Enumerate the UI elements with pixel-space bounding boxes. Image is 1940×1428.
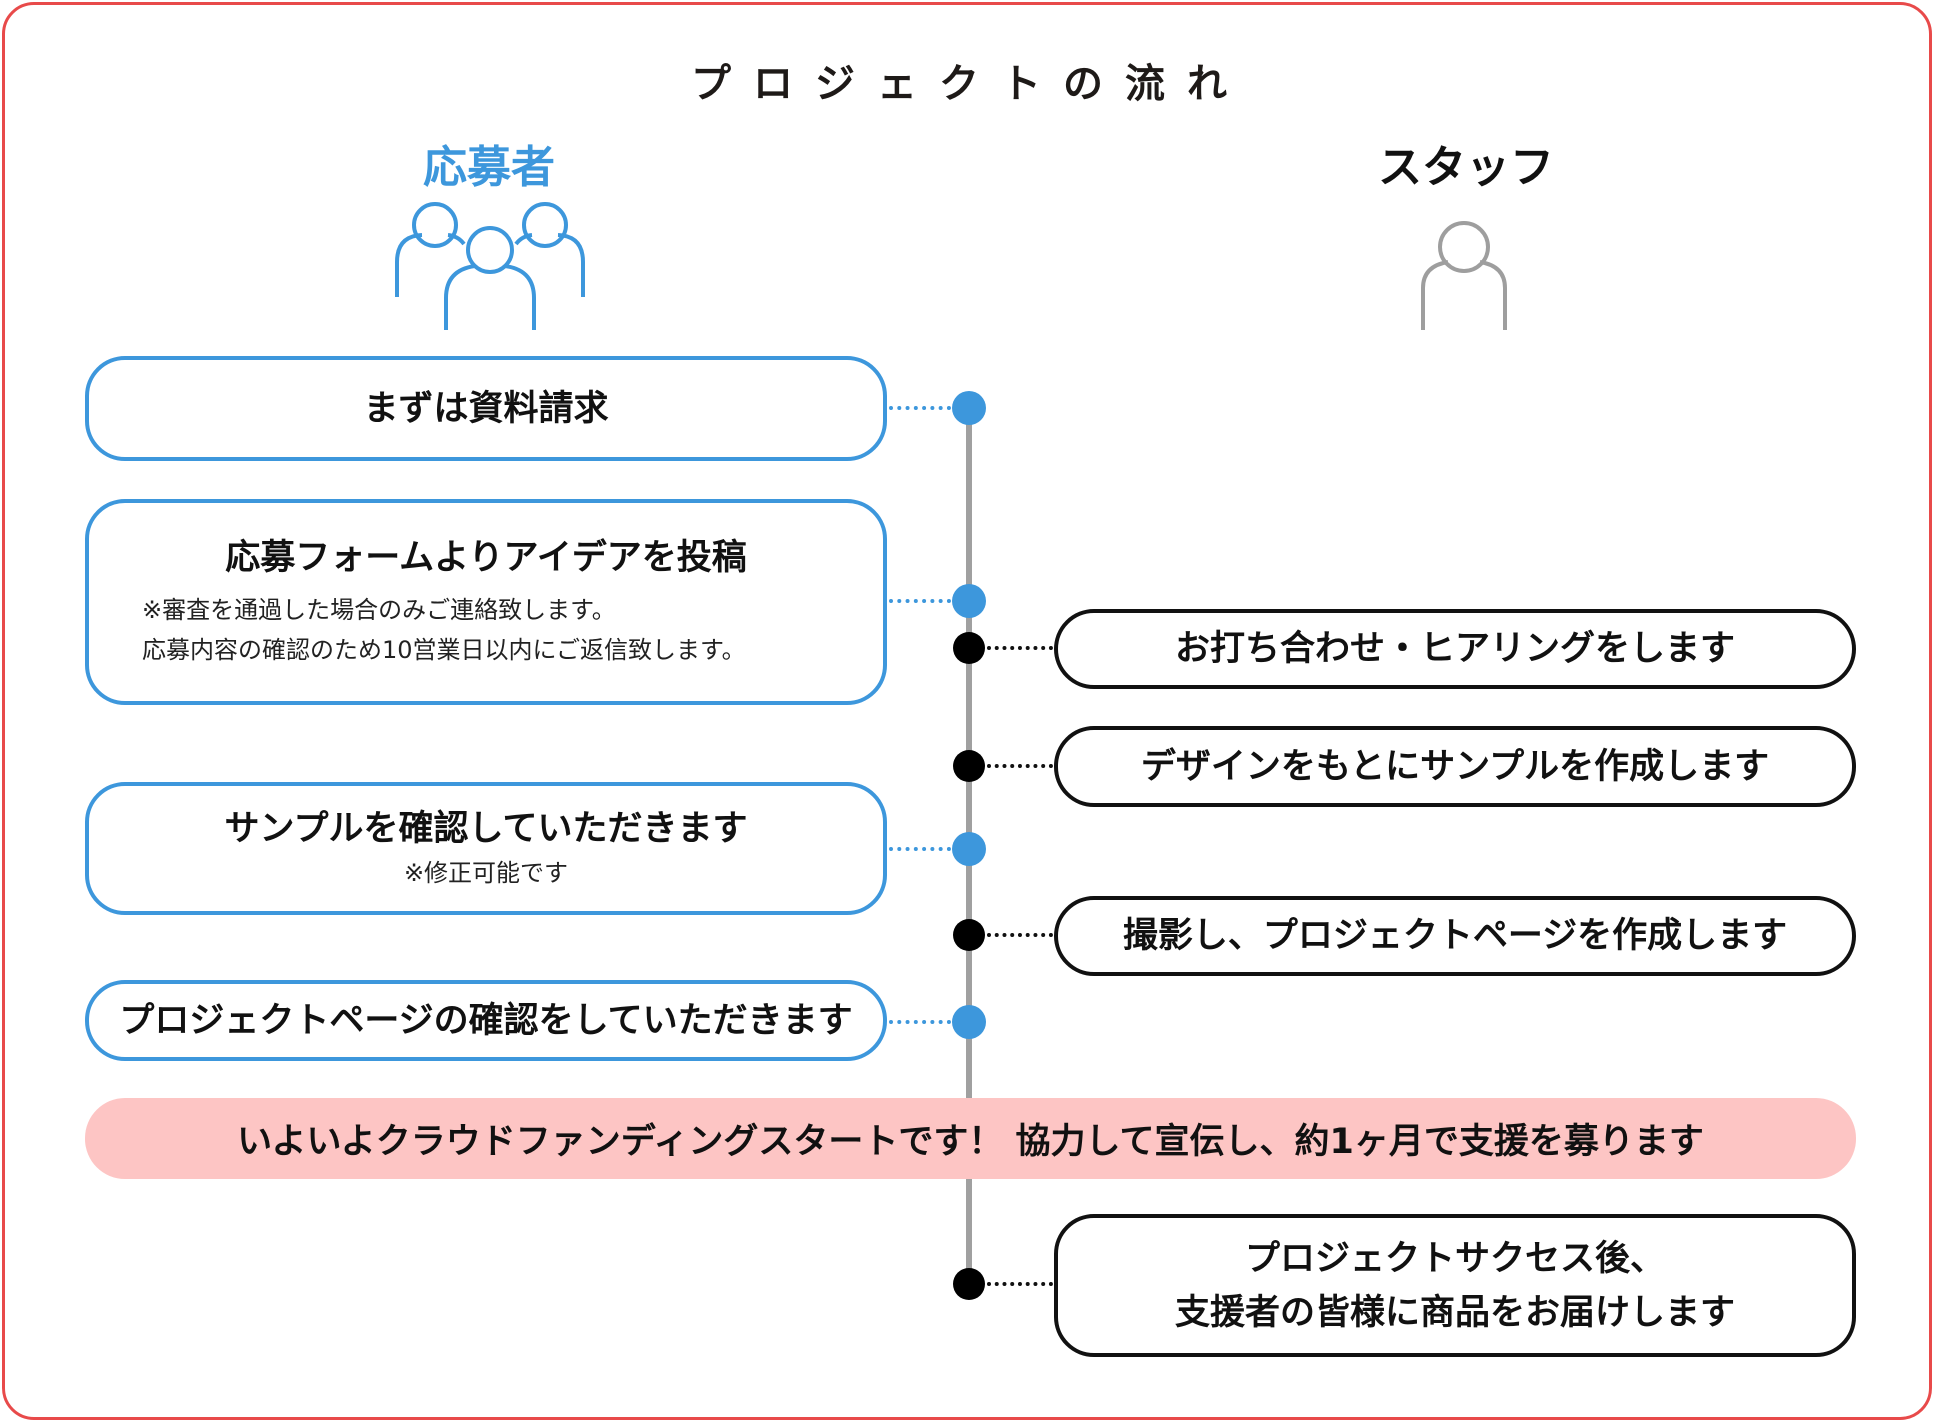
staff-step-3-label: 撮影し、プロジェクトページを作成します <box>1122 916 1788 956</box>
staff-column-heading: スタッフ <box>1378 142 1554 193</box>
page-title: プロジェクトの流れ <box>691 61 1249 107</box>
applicant-step-3: サンプルを確認していただきます ※修正可能です <box>85 782 887 915</box>
crowdfunding-start-banner: いよいよクラウドファンディングスタートです！ 協力して宣伝し、約1ヶ月で支援を募… <box>85 1098 1856 1179</box>
applicant-step-1-label: まずは資料請求 <box>363 388 609 429</box>
staff-step-2-connector <box>987 764 1053 768</box>
staff-step-4-line-2: 支援者の皆様に商品をお届けします <box>1174 1292 1735 1333</box>
applicant-step-3-connector <box>889 847 951 851</box>
applicant-step-1-marker <box>952 391 986 425</box>
applicant-step-4-label: プロジェクトページの確認をしていただきます <box>119 1000 853 1041</box>
staff-step-4: プロジェクトサクセス後、 支援者の皆様に商品をお届けします <box>1054 1214 1856 1357</box>
applicant-step-2: 応募フォームよりアイデアを投稿 ※審査を通過した場合のみご連絡致します。 応募内… <box>85 499 887 705</box>
applicant-step-2-marker <box>952 584 986 618</box>
staff-step-3-marker <box>953 919 985 951</box>
applicant-step-4: プロジェクトページの確認をしていただきます <box>85 980 887 1061</box>
applicant-step-2-connector <box>889 599 951 603</box>
applicant-step-2-note-2: 応募内容の確認のため10営業日以内にご返信致します。 <box>142 636 746 664</box>
applicant-step-3-note: ※修正可能です <box>403 858 569 887</box>
staff-step-3: 撮影し、プロジェクトページを作成します <box>1054 896 1856 976</box>
applicant-step-1-connector <box>889 406 951 410</box>
staff-step-1-connector <box>987 646 1053 650</box>
staff-step-4-marker <box>953 1268 985 1300</box>
applicant-step-3-marker <box>952 832 986 866</box>
applicant-step-2-note-1: ※審査を通過した場合のみご連絡致します。 <box>142 596 616 624</box>
applicant-step-3-label: サンプルを確認していただきます <box>224 808 748 849</box>
group-people-icon <box>395 202 585 330</box>
crowdfunding-start-text: いよいよクラウドファンディングスタートです！ 協力して宣伝し、約1ヶ月で支援を募… <box>237 1122 1704 1162</box>
applicant-step-2-label: 応募フォームよりアイデアを投稿 <box>225 538 747 578</box>
staff-step-4-line-1: プロジェクトサクセス後、 <box>1244 1238 1665 1279</box>
staff-step-2: デザインをもとにサンプルを作成します <box>1054 726 1856 807</box>
staff-step-2-label: デザインをもとにサンプルを作成します <box>1140 746 1770 787</box>
staff-step-1-marker <box>953 632 985 664</box>
applicant-step-4-connector <box>889 1020 951 1024</box>
applicant-step-1: まずは資料請求 <box>85 356 887 461</box>
staff-step-1: お打ち合わせ・ヒアリングをします <box>1054 609 1856 689</box>
person-icon <box>1421 221 1507 330</box>
staff-step-3-connector <box>987 933 1053 937</box>
staff-step-4-connector <box>987 1282 1053 1286</box>
staff-step-1-label: お打ち合わせ・ヒアリングをします <box>1174 629 1735 669</box>
applicant-step-4-marker <box>952 1005 986 1039</box>
staff-step-2-marker <box>953 750 985 782</box>
applicant-column-heading: 応募者 <box>423 142 555 193</box>
